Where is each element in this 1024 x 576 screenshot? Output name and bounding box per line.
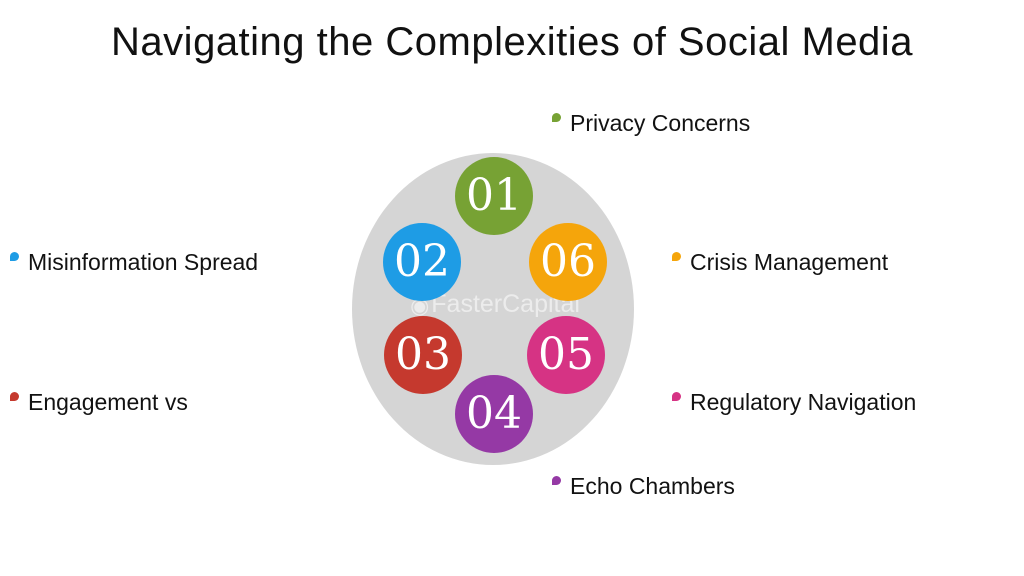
step-number: 05 [538,329,594,380]
bullet-dot-icon [10,252,19,261]
label-text: Misinformation Spread [28,249,259,275]
label-misinformation-spread: Misinformation Spread [10,249,258,277]
label-text: Regulatory Navigation [690,389,917,415]
step-circle-04: 04 [455,375,533,453]
step-circle-02: 02 [383,223,461,301]
bullet-dot-icon [552,476,561,485]
step-circle-03: 03 [384,316,462,394]
step-circle-06: 06 [529,223,607,301]
step-circle-01: 01 [455,157,533,235]
step-number: 06 [540,236,596,287]
label-regulatory-navigation: Regulatory Navigation [672,389,916,417]
label-text: Engagement vs [28,389,188,415]
step-number: 04 [466,388,522,439]
label-echo-chambers: Echo Chambers [552,473,735,501]
label-engagement-vs: Engagement vs [10,389,188,417]
bullet-dot-icon [552,113,561,122]
bullet-dot-icon [10,392,19,401]
label-crisis-management: Crisis Management [672,249,888,277]
step-number: 01 [466,170,522,221]
bullet-dot-icon [672,392,681,401]
label-text: Crisis Management [690,249,889,275]
step-number: 02 [394,236,450,287]
label-text: Echo Chambers [570,473,735,499]
bullet-dot-icon [672,252,681,261]
page-title: Navigating the Complexities of Social Me… [111,20,913,64]
step-circle-05: 05 [527,316,605,394]
label-text: Privacy Concerns [570,110,751,136]
label-privacy-concerns: Privacy Concerns [552,110,750,138]
step-number: 03 [395,329,451,380]
